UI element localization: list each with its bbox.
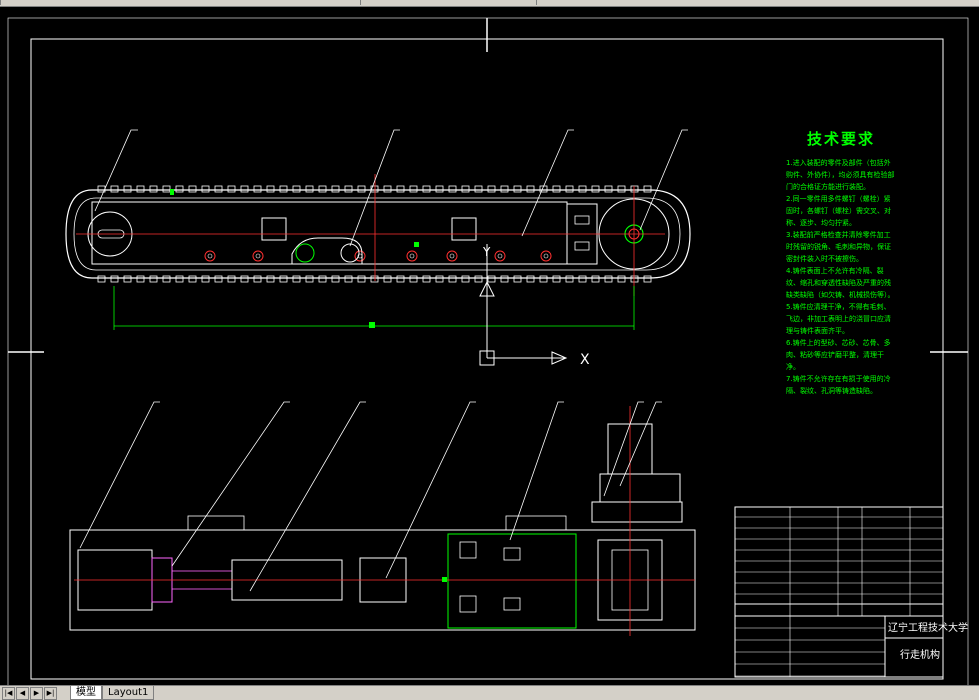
first-tab-icon[interactable]: |◀ bbox=[2, 687, 15, 700]
next-tab-icon[interactable]: ▶ bbox=[30, 687, 43, 700]
tab-layout1[interactable]: Layout1 bbox=[102, 686, 155, 700]
title-block: 辽宁工程技术大学 行走机构 bbox=[734, 506, 968, 678]
track-plan-view bbox=[69, 406, 696, 636]
top-leaders bbox=[94, 129, 688, 247]
ucs-x-label: X bbox=[580, 352, 590, 368]
title-block-drawing-name: 行走机构 bbox=[900, 648, 940, 661]
bottom-leaders bbox=[79, 401, 662, 592]
ucs-icon: X Y bbox=[479, 244, 590, 368]
track-side-view bbox=[65, 174, 691, 330]
toolbar-field-1[interactable] bbox=[0, 0, 361, 5]
toolbar-field-2[interactable] bbox=[360, 0, 421, 5]
technical-requirements-title: 技术要求 bbox=[806, 130, 875, 148]
title-block-school: 辽宁工程技术大学 bbox=[888, 621, 968, 634]
window-top-edge bbox=[0, 0, 979, 7]
tab-model[interactable]: 模型 bbox=[70, 686, 102, 700]
drawing-canvas[interactable]: X Y bbox=[0, 6, 979, 687]
last-tab-icon[interactable]: ▶| bbox=[44, 687, 57, 700]
technical-requirements: 技术要求 1.进入装配的零件及部件（包括外购件、外协件），均必须具有检验部门的合… bbox=[786, 128, 896, 397]
ucs-y-label: Y bbox=[482, 245, 491, 259]
toolbar-field-3[interactable] bbox=[536, 0, 979, 5]
layout-tab-bar: |◀ ◀ ▶ ▶| 模型 Layout1 bbox=[0, 685, 979, 700]
prev-tab-icon[interactable]: ◀ bbox=[16, 687, 29, 700]
cad-drawing: X Y bbox=[7, 17, 969, 687]
technical-requirements-body: 1.进入装配的零件及部件（包括外购件、外协件），均必须具有检验部门的合格证方能进… bbox=[786, 159, 895, 395]
